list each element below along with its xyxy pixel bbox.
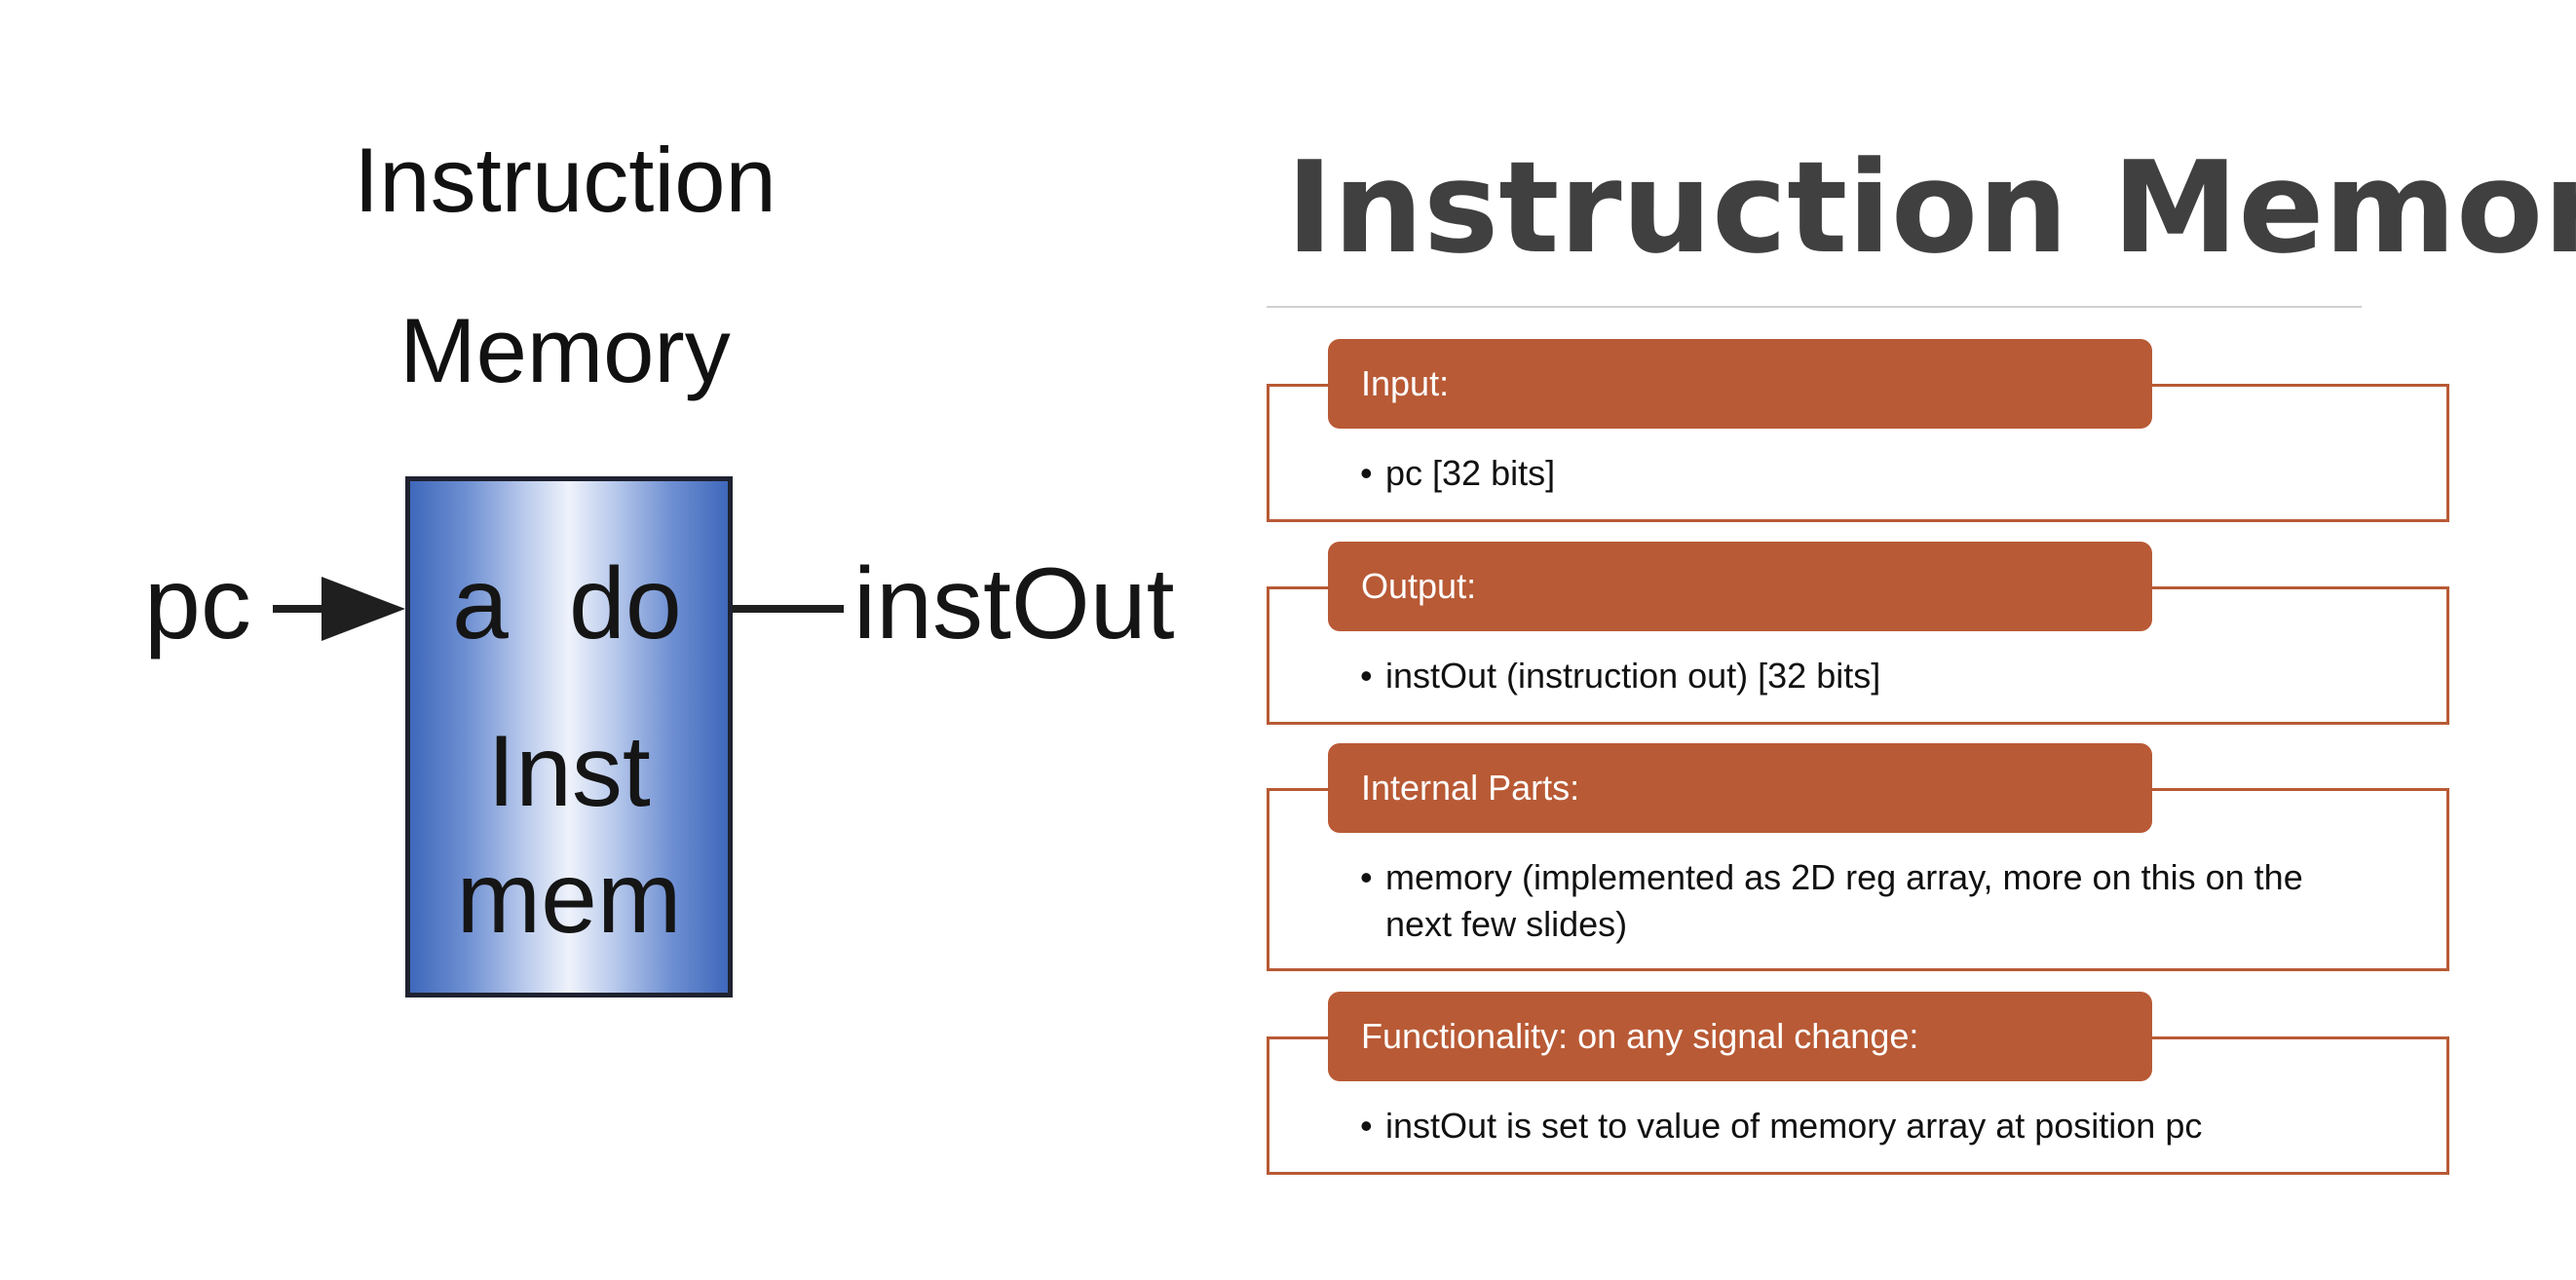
- pc-arrowhead: [322, 577, 405, 641]
- bullet-dot: •: [1360, 857, 1373, 897]
- output-signal-label: instOut: [853, 547, 1175, 660]
- bullet-item: • instOut (instruction out) [32 bits]: [1360, 653, 2373, 699]
- input-signal-label: pc: [144, 547, 251, 660]
- section-heading: Input:: [1328, 339, 2152, 429]
- instruction-memory-block: [405, 476, 733, 998]
- bullet-text: instOut is set to value of memory array …: [1385, 1106, 2203, 1146]
- bullet-item: • memory (implemented as 2D reg array, m…: [1360, 854, 2373, 948]
- bullet-dot: •: [1360, 656, 1373, 696]
- diagram-title-line1: Instruction: [354, 129, 777, 231]
- slide-title: Instruction Memory: [1286, 133, 2576, 282]
- port-data-out-label: do: [569, 547, 682, 660]
- bullet-dot: •: [1360, 453, 1373, 493]
- bullet-text: instOut (instruction out) [32 bits]: [1385, 656, 1881, 696]
- bullet-item: • pc [32 bits]: [1360, 450, 2373, 497]
- port-address-label: a: [452, 547, 509, 660]
- bullet-text: pc [32 bits]: [1385, 453, 1556, 493]
- diagram-title-line2: Memory: [399, 299, 731, 401]
- bullet-text: memory (implemented as 2D reg array, mor…: [1385, 857, 2303, 944]
- bullet-item: • instOut is set to value of memory arra…: [1360, 1103, 2373, 1149]
- section-heading: Functionality: on any signal change:: [1328, 992, 2152, 1081]
- block-label-line2: mem: [456, 842, 682, 955]
- block-label-line1: Inst: [487, 715, 651, 828]
- section-heading: Internal Parts:: [1328, 743, 2152, 833]
- section-heading: Output:: [1328, 542, 2152, 631]
- bullet-dot: •: [1360, 1106, 1373, 1146]
- title-divider: [1267, 306, 2362, 308]
